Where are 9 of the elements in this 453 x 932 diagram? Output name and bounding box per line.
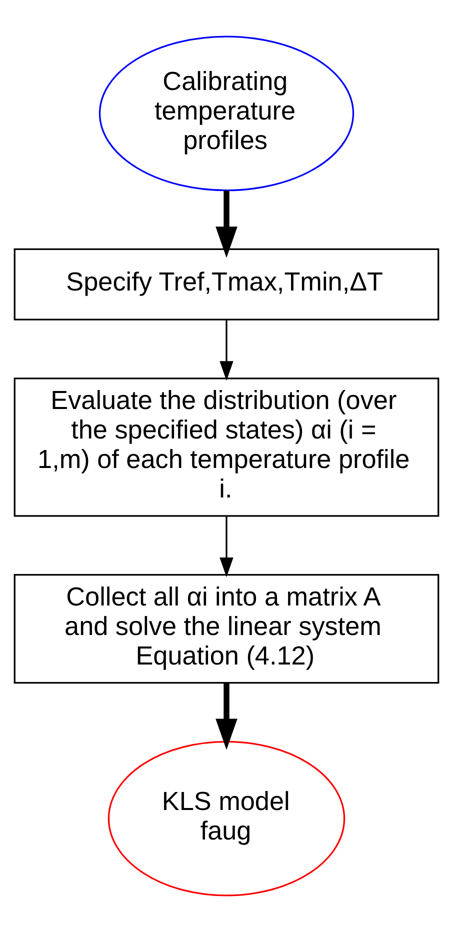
arrow xyxy=(216,190,238,258)
node-box: Evaluate the distribution (over the specified states) αi (i = 1,m) of each temperature profile i. xyxy=(14,378,440,517)
node-ellipse: KLS model faug xyxy=(108,740,346,896)
arrow xyxy=(216,682,238,750)
node-ellipse: Calibrating temperature profiles xyxy=(98,36,354,192)
node-box: Collect all αi into a matrix A and solve the linear system Equation (4.12) xyxy=(14,574,440,684)
node-box: Specify Tref,Tmax,Tmin,ΔT xyxy=(14,248,440,320)
arrow xyxy=(220,516,234,578)
arrow xyxy=(220,320,234,381)
